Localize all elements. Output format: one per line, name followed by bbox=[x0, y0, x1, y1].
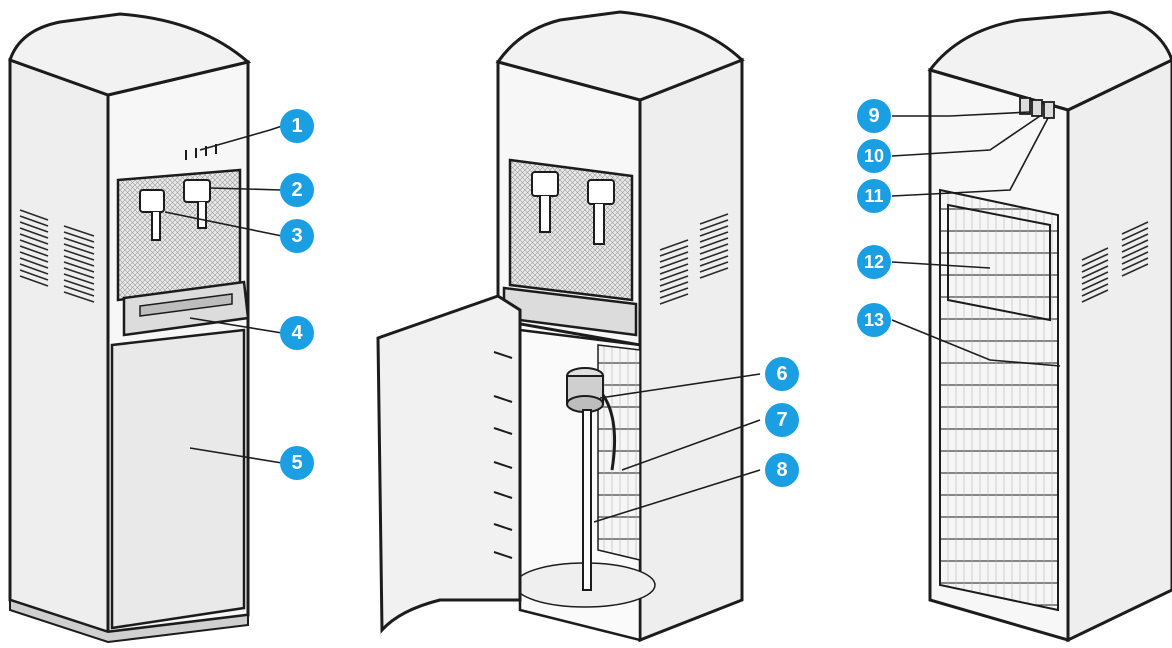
leader-11 bbox=[891, 117, 1049, 197]
open-rear-cooling-coils bbox=[597, 344, 641, 561]
leader-13 bbox=[891, 319, 1061, 367]
callout-3: 3 bbox=[280, 219, 314, 253]
callout-2: 2 bbox=[280, 173, 314, 207]
rear-view bbox=[927, 10, 1172, 643]
front-base bbox=[9, 598, 249, 644]
rear-side-vents bbox=[1081, 221, 1149, 303]
callout-4: 4 bbox=[280, 316, 314, 350]
leader-lines bbox=[164, 111, 1061, 523]
svg-text:12: 12 bbox=[864, 252, 884, 272]
svg-text:6: 6 bbox=[776, 363, 787, 385]
front-side-vents bbox=[19, 209, 95, 303]
callout-12: 12 bbox=[857, 245, 891, 279]
callout-13: 13 bbox=[857, 303, 891, 337]
callout-8: 8 bbox=[765, 453, 799, 487]
front-view bbox=[8, 12, 252, 644]
svg-text:13: 13 bbox=[864, 310, 884, 330]
svg-text:1: 1 bbox=[291, 115, 302, 137]
leader-8 bbox=[593, 469, 761, 523]
svg-text:8: 8 bbox=[776, 459, 787, 481]
callout-6: 6 bbox=[765, 357, 799, 391]
leader-4 bbox=[189, 317, 283, 334]
rear-compressor-frame bbox=[947, 203, 1051, 322]
front-dispense-recess bbox=[116, 168, 242, 302]
rear-top-panel bbox=[927, 10, 1172, 112]
svg-text:5: 5 bbox=[291, 452, 302, 474]
svg-text:10: 10 bbox=[864, 146, 884, 166]
leader-6 bbox=[599, 373, 761, 399]
svg-text:9: 9 bbox=[868, 105, 879, 127]
leader-5 bbox=[189, 447, 283, 464]
svg-text:7: 7 bbox=[776, 409, 787, 431]
leader-12 bbox=[891, 261, 991, 269]
callout-11: 11 bbox=[857, 179, 891, 213]
callout-1: 1 bbox=[280, 109, 314, 143]
svg-text:4: 4 bbox=[291, 322, 303, 344]
open-side-panel bbox=[638, 57, 744, 643]
open-taps bbox=[531, 171, 615, 245]
open-door-shelves bbox=[493, 351, 513, 559]
callout-7: 7 bbox=[765, 403, 799, 437]
front-taps bbox=[139, 179, 211, 241]
callout-9: 9 bbox=[857, 99, 891, 133]
callout-10: 10 bbox=[857, 139, 891, 173]
front-indicator-lights bbox=[185, 144, 217, 160]
rear-condenser-coils bbox=[939, 188, 1059, 612]
leader-3 bbox=[164, 211, 283, 237]
leader-10 bbox=[891, 115, 1041, 157]
rear-switches bbox=[1019, 97, 1055, 119]
front-side-panel bbox=[8, 57, 110, 635]
rear-right-side bbox=[1066, 58, 1172, 643]
svg-text:11: 11 bbox=[864, 186, 883, 206]
callout-badges: 1 2 3 4 5 6 7 8 bbox=[280, 99, 891, 487]
leader-7 bbox=[621, 419, 761, 471]
svg-text:2: 2 bbox=[291, 179, 302, 201]
open-probe bbox=[582, 409, 592, 591]
leader-1 bbox=[199, 125, 283, 151]
front-top-panel bbox=[8, 12, 252, 97]
open-pump-unit bbox=[566, 367, 604, 413]
leader-9 bbox=[892, 111, 1031, 117]
callout-5: 5 bbox=[280, 446, 314, 480]
front-lower-door bbox=[110, 328, 246, 630]
svg-text:3: 3 bbox=[291, 225, 302, 247]
open-door-view bbox=[376, 10, 745, 643]
open-supply-tube bbox=[601, 394, 617, 471]
open-side-vents bbox=[659, 213, 729, 305]
leader-2 bbox=[209, 187, 283, 191]
open-door-panel bbox=[376, 294, 522, 634]
